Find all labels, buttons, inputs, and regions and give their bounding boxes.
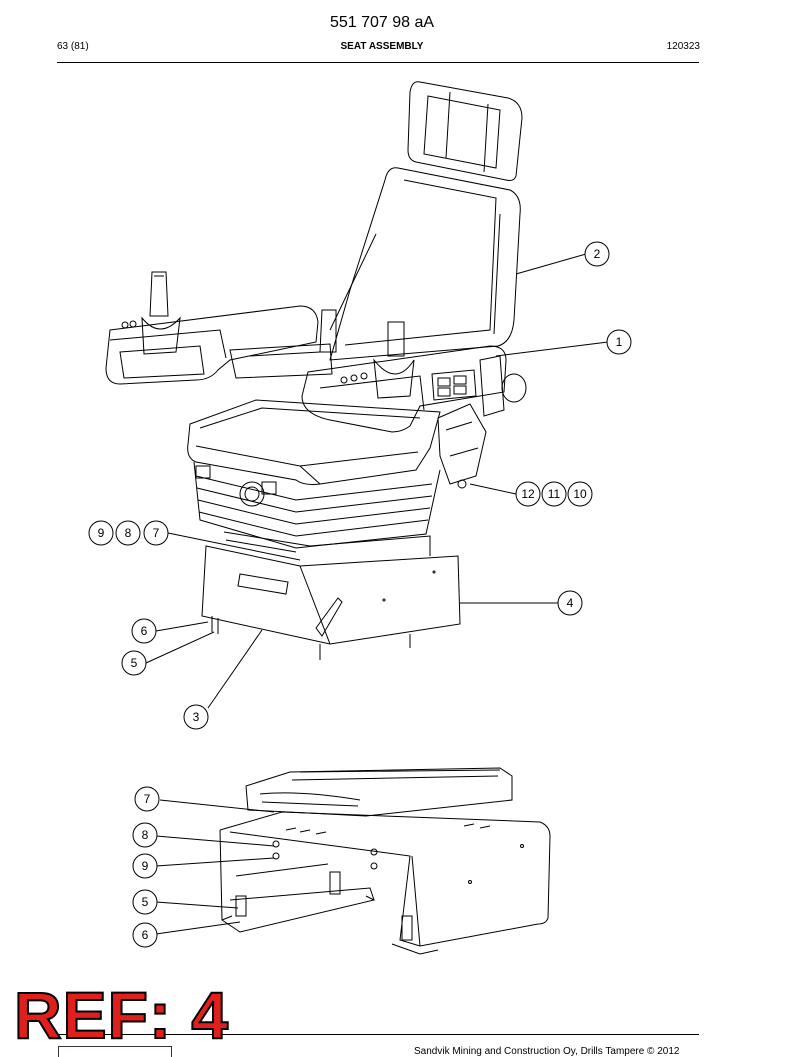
- callout-3-label: 3: [193, 710, 200, 724]
- right-armrest-drawing: [301, 309, 527, 433]
- exploded-view-drawing: [219, 767, 551, 955]
- callout-detail-6-label: 6: [142, 928, 149, 942]
- footer-rule: [57, 1034, 699, 1035]
- callout-detail-9: 9: [132, 853, 158, 879]
- adjuster-bracket-drawing: [437, 403, 487, 489]
- seat-cushion-drawing: [187, 399, 441, 485]
- callout-6-label: 6: [141, 624, 148, 638]
- company-logo: [58, 1046, 172, 1057]
- callout-8-label: 8: [125, 526, 132, 540]
- ref-stamp: REF: 4: [13, 978, 230, 1052]
- callout-5: 5: [121, 650, 147, 676]
- callout-detail-8-label: 8: [142, 828, 149, 842]
- callout-11: 11: [541, 481, 567, 507]
- page-title: SEAT ASSEMBLY: [340, 41, 424, 52]
- callout-4-label: 4: [567, 596, 574, 610]
- page-number: 63 (81): [57, 41, 89, 52]
- callout-2-label: 2: [594, 247, 601, 261]
- callout-12: 12: [515, 481, 541, 507]
- callout-10: 10: [567, 481, 593, 507]
- callout-7-label: 7: [153, 526, 160, 540]
- callout-10-label: 10: [573, 487, 587, 501]
- callout-1-label: 1: [616, 335, 623, 349]
- callout-11-label: 11: [548, 487, 561, 501]
- callout-3: 3: [183, 704, 209, 730]
- document-number: 551 707 98 aA: [329, 14, 435, 31]
- callout-7: 7: [143, 520, 169, 546]
- leader-lines: [145, 253, 609, 935]
- callout-detail-5-label: 5: [142, 895, 149, 909]
- callout-detail-7: 7: [134, 786, 160, 812]
- callout-12-label: 12: [521, 487, 535, 501]
- callout-9-label: 9: [98, 526, 105, 540]
- callout-4: 4: [557, 590, 583, 616]
- callout-detail-7-label: 7: [144, 792, 151, 806]
- headrest-drawing: [407, 81, 523, 181]
- callout-8: 8: [115, 520, 141, 546]
- backrest-drawing: [329, 167, 521, 361]
- callout-6: 6: [131, 618, 157, 644]
- callout-detail-6: 6: [132, 922, 158, 948]
- left-armrest-drawing: [105, 271, 333, 385]
- callout-5-label: 5: [131, 656, 138, 670]
- callout-9: 9: [88, 520, 114, 546]
- callout-detail-8: 8: [132, 822, 158, 848]
- suspension-bellows-drawing: [193, 461, 441, 549]
- callout-1: 1: [606, 329, 632, 355]
- callout-detail-5: 5: [132, 889, 158, 915]
- callout-detail-9-label: 9: [142, 859, 149, 873]
- callout-2: 2: [584, 241, 610, 267]
- seat-base-drawing: [201, 531, 461, 660]
- footer-copyright: Sandvik Mining and Construction Oy, Dril…: [414, 1046, 680, 1057]
- revision-date: 120323: [666, 41, 700, 52]
- header-rule: [57, 62, 699, 63]
